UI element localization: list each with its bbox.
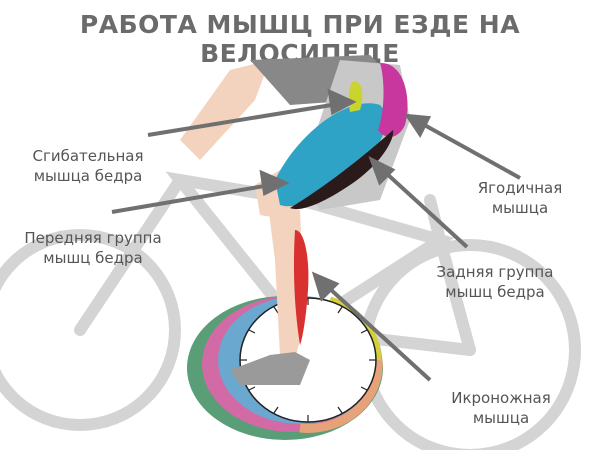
label-gluteus: Ягодичная мышца — [460, 178, 580, 218]
label-hip-flexor: Сгибательная мышца бедра — [18, 146, 158, 186]
label-quadriceps: Передняя группа мышц бедра — [8, 228, 178, 268]
label-calf: Икроножная мышца — [436, 388, 566, 428]
diagram-title: РАБОТА МЫШЦ ПРИ ЕЗДЕ НА ВЕЛОСИПЕДЕ — [79, 10, 521, 68]
label-hamstrings-line1: Задняя группа — [436, 263, 554, 281]
hip-flexor-muscle — [348, 81, 363, 112]
label-hamstrings-line2: мышц бедра — [445, 283, 545, 301]
calf-muscle — [293, 230, 309, 345]
pointer-arrows — [111, 88, 521, 382]
label-hamstrings: Задняя группа мышц бедра — [415, 262, 575, 302]
label-quadriceps-line1: Передняя группа — [24, 229, 162, 247]
label-quadriceps-line2: мышц бедра — [43, 249, 143, 267]
gluteus-muscle — [378, 62, 408, 137]
label-gluteus-line2: мышца — [491, 199, 549, 217]
quadriceps-muscle — [275, 103, 386, 207]
label-calf-line1: Икроножная — [451, 389, 551, 407]
label-calf-line2: мышца — [472, 409, 530, 427]
label-gluteus-line1: Ягодичная — [477, 179, 563, 197]
label-hip-flexor-line1: Сгибательная — [32, 147, 144, 165]
label-hip-flexor-line2: мышца бедра — [33, 167, 143, 185]
